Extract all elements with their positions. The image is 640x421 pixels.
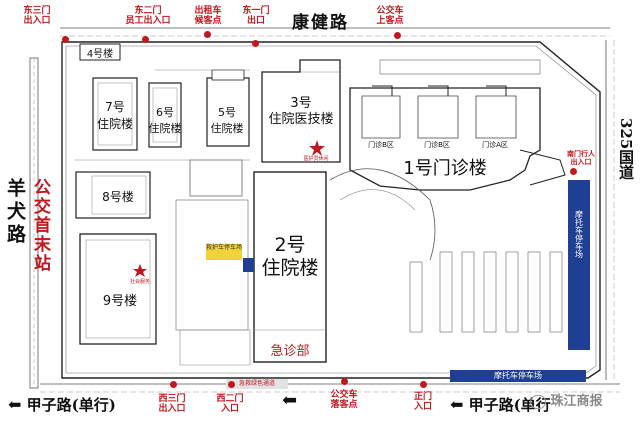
gate-south-main-dot <box>420 381 427 388</box>
gate-south-main: 正门 入口 <box>413 392 432 412</box>
road-north: 康健路 <box>292 13 349 33</box>
building-9-star-label: 社会服务 <box>129 279 150 285</box>
gate-bus-north-dot <box>394 32 401 39</box>
bus-terminal-label: 公交首末站 <box>30 178 50 273</box>
green-channel-tag: 急救绿色通道 <box>226 379 288 389</box>
gate-east2-dot <box>142 36 149 43</box>
moto-parking-south: 摩托车停车场 <box>450 370 586 382</box>
ambulance-parking-tag: 救护车停车场 <box>206 244 242 260</box>
road-west: 羊犬路 <box>4 178 26 247</box>
road-east-number: 325 <box>617 118 635 150</box>
star-marker-9 <box>133 264 147 277</box>
blue-marker-center <box>243 258 254 272</box>
gate-east1: 东一门 出口 <box>242 6 270 26</box>
moto-parking-east: 摩托车停车场 <box>568 180 590 350</box>
gate-taxi-dot <box>204 31 211 38</box>
building-3-star-label: 医护员休闲 <box>303 156 329 162</box>
building-9: 9号楼 <box>102 294 138 309</box>
building-2: 2号 住院楼 <box>261 234 319 279</box>
building-4: 4号楼 <box>86 49 114 60</box>
building-5: 5号 住院楼 <box>210 106 244 135</box>
gate-bus-south-dot <box>341 378 348 385</box>
gate-west2-dot <box>228 381 235 388</box>
gate-south-ped: 南门行人 出入口 <box>567 150 595 166</box>
watermark-text: 珠江商报 <box>550 394 603 409</box>
building-7: 7号 住院楼 <box>96 100 133 131</box>
gate-taxi: 出租车 候客点 <box>194 6 222 26</box>
wechat-icon <box>530 394 546 409</box>
arrow-left-icon: ⬅ <box>450 395 464 414</box>
gate-bus-south: 公交车 落客点 <box>330 390 358 410</box>
building-8: 8号楼 <box>102 190 134 204</box>
gate-west2: 西二门 入口 <box>216 394 244 414</box>
gate-east1-dot <box>252 40 259 47</box>
gate-west3: 西三门 出入口 <box>158 394 186 414</box>
watermark: 珠江商报 <box>530 390 603 409</box>
gate-west3-dot <box>170 381 177 388</box>
clinic-zone-c: 门诊B区 <box>368 141 394 149</box>
gate-east3: 东三门 出入口 <box>23 6 51 26</box>
building-3: 3号 住院医技楼 <box>268 96 334 127</box>
moto-parking-east-label: 摩托车停车场 <box>574 210 584 258</box>
building-6: 6号 住院楼 <box>148 106 182 135</box>
clinic-zone-b: 门诊B区 <box>424 141 450 149</box>
gate-east3-dot <box>62 36 69 43</box>
star-marker-3 <box>309 140 325 156</box>
moto-parking-south-label: 摩托车停车场 <box>494 371 542 380</box>
road-south-left: ⬅ 甲子路(单行) <box>8 394 116 415</box>
road-east: 325国道 <box>616 118 637 179</box>
building-1: 1号门诊楼 <box>403 158 487 179</box>
road-south-left-label: 甲子路(单行) <box>26 396 116 414</box>
arrow-left-icon-middle: ⬅ <box>282 390 298 411</box>
gate-east2: 东二门 员工出入口 <box>125 6 171 26</box>
gate-south-ped-dot <box>570 168 577 175</box>
road-east-label: 国道 <box>617 149 635 180</box>
emergency-dept: 急诊部 <box>270 344 310 359</box>
gate-bus-north: 公交车 上客点 <box>376 6 404 26</box>
clinic-zone-a: 门诊A区 <box>482 141 508 149</box>
arrow-left-icon: ⬅ <box>8 395 22 414</box>
